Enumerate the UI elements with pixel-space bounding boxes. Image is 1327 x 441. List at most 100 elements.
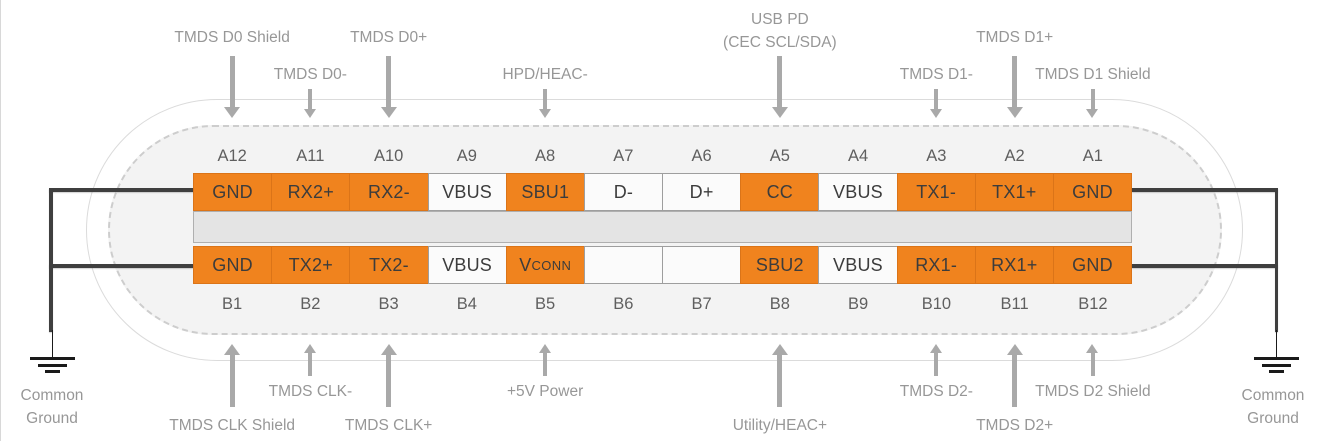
pin-number-A10: A10 xyxy=(373,147,404,165)
pin-number-A9: A9 xyxy=(456,147,477,165)
annotation-arrow-shaft-B8 xyxy=(777,355,783,407)
annotation-arrowhead-B1 xyxy=(224,344,241,355)
annotation-label-B10: TMDS D2- xyxy=(900,380,973,403)
pin-label: RX1+ xyxy=(991,254,1038,275)
pin-number-B7: B7 xyxy=(691,295,712,313)
ground-wire-left-bottom xyxy=(49,264,195,268)
annotation-arrow-shaft-A8 xyxy=(543,89,548,109)
annotation-label-A3: TMDS D1- xyxy=(900,63,973,86)
annotation-label-A12: TMDS D0 Shield xyxy=(174,26,289,49)
pin-cell-B10: RX1- xyxy=(896,246,976,284)
annotation-label-B11: TMDS D2+ xyxy=(976,414,1053,437)
annotation-arrow-shaft-A12 xyxy=(229,56,235,107)
annotation-label-line: TMDS D0+ xyxy=(350,29,428,46)
pin-label: D+ xyxy=(689,181,714,202)
annotation-arrowhead-A2 xyxy=(1006,107,1023,118)
annotation-label-B1: TMDS CLK Shield xyxy=(169,414,295,437)
pin-number-B3: B3 xyxy=(378,295,399,313)
pin-cell-B8: SBU2 xyxy=(740,246,820,284)
pin-cell-B4: VBUS xyxy=(427,246,507,284)
annotation-arrow-shaft-A10 xyxy=(386,56,392,107)
annotation-label-line: TMDS D2- xyxy=(899,383,973,400)
pin-number-B12: B12 xyxy=(1078,295,1108,313)
ground-symbol-left-bar1 xyxy=(30,357,75,360)
pin-number-A6: A6 xyxy=(691,147,712,165)
pin-cell-A9: VBUS xyxy=(427,173,507,211)
pin-label: TX1+ xyxy=(992,181,1037,202)
annotation-arrowhead-A5 xyxy=(771,107,788,118)
pin-cell-B9: VBUS xyxy=(818,246,898,284)
annotation-label-A10: TMDS D0+ xyxy=(350,26,427,49)
common-ground-left-line2: Ground xyxy=(26,410,78,427)
annotation-arrow-shaft-A5 xyxy=(777,56,783,107)
annotation-label-line: TMDS D2+ xyxy=(976,417,1054,434)
pin-label: RX2- xyxy=(368,181,410,202)
pin-number-A5: A5 xyxy=(769,147,790,165)
pin-number-B4: B4 xyxy=(456,295,477,313)
annotation-arrow-shaft-B10 xyxy=(934,353,939,376)
annotation-arrowhead-B10 xyxy=(929,344,942,353)
ground-symbol-right-bar2 xyxy=(1262,363,1291,367)
annotation-arrow-shaft-A11 xyxy=(308,89,313,109)
annotation-arrow-shaft-B12 xyxy=(1090,353,1095,376)
annotation-label-line: HPD/HEAC- xyxy=(502,66,588,83)
annotation-label-line: USB PD xyxy=(751,11,809,28)
pin-cell-A12: GND xyxy=(193,173,273,211)
annotation-label-line: TMDS D1+ xyxy=(976,29,1054,46)
ground-symbol-right-bar3 xyxy=(1269,370,1284,373)
pin-number-B8: B8 xyxy=(769,295,790,313)
pin-cell-B12: GND xyxy=(1052,246,1133,284)
connector-center-divider xyxy=(193,211,1132,243)
pin-cell-B11: RX1+ xyxy=(974,246,1054,284)
pin-label: SBU2 xyxy=(755,254,804,275)
annotation-label-B2: TMDS CLK- xyxy=(269,380,353,403)
annotation-label-A8: HPD/HEAC- xyxy=(502,63,587,86)
annotation-arrowhead-A8 xyxy=(538,109,551,118)
pin-label: TX2- xyxy=(369,254,409,275)
ground-wire-left-vertical xyxy=(49,188,53,332)
pin-cell-B3: TX2- xyxy=(349,246,429,284)
pin-cell-A6: D+ xyxy=(662,173,742,211)
pin-label: GND xyxy=(212,181,253,202)
annotation-label-line: TMDS CLK Shield xyxy=(169,417,296,434)
pin-cell-A3: TX1- xyxy=(896,173,976,211)
pin-label: D- xyxy=(613,181,634,202)
pin-cell-A11: RX2+ xyxy=(271,173,351,211)
annotation-arrow-shaft-B5 xyxy=(543,353,548,376)
pin-cell-B2: TX2+ xyxy=(271,246,351,284)
pin-number-B5: B5 xyxy=(535,295,556,313)
annotation-arrowhead-A3 xyxy=(929,109,942,118)
annotation-label-A2: TMDS D1+ xyxy=(976,26,1053,49)
annotation-arrowhead-A12 xyxy=(224,107,241,118)
annotation-label-line: TMDS D0 Shield xyxy=(174,29,290,46)
pin-label: VBUS xyxy=(442,254,493,275)
pin-cell-A10: RX2- xyxy=(349,173,429,211)
annotation-arrowhead-B11 xyxy=(1006,344,1023,355)
ground-symbol-left-stem xyxy=(51,330,53,358)
annotation-label-line: TMDS D0- xyxy=(273,66,347,83)
pin-cell-A7: D- xyxy=(583,173,664,211)
annotation-label-A1: TMDS D1 Shield xyxy=(1035,63,1150,86)
annotation-arrow-shaft-B2 xyxy=(308,353,313,376)
ground-symbol-left-bar3 xyxy=(45,370,60,373)
annotation-label-line: +5V Power xyxy=(506,383,584,400)
pin-cell-A1: GND xyxy=(1052,173,1133,211)
connector-outer-shell xyxy=(86,99,1243,361)
pin-number-A12: A12 xyxy=(217,147,247,165)
pin-cell-B6 xyxy=(583,246,664,284)
annotation-label-line: TMDS D1 Shield xyxy=(1035,66,1151,83)
pin-number-A3: A3 xyxy=(926,147,947,165)
annotation-arrow-shaft-B11 xyxy=(1012,355,1018,407)
ground-symbol-right-stem xyxy=(1275,330,1278,358)
pin-number-A2: A2 xyxy=(1004,147,1025,165)
annotation-label-line: (CEC SCL/SDA) xyxy=(723,34,837,51)
pin-cell-A8: SBU1 xyxy=(505,173,585,211)
annotation-label-line: TMDS D1- xyxy=(899,66,973,83)
ground-wire-right-bottom xyxy=(1132,264,1278,268)
annotation-arrowhead-A1 xyxy=(1086,109,1099,118)
annotation-arrow-shaft-A3 xyxy=(934,89,939,109)
annotation-arrowhead-A11 xyxy=(303,109,316,118)
pin-number-A7: A7 xyxy=(613,147,634,165)
